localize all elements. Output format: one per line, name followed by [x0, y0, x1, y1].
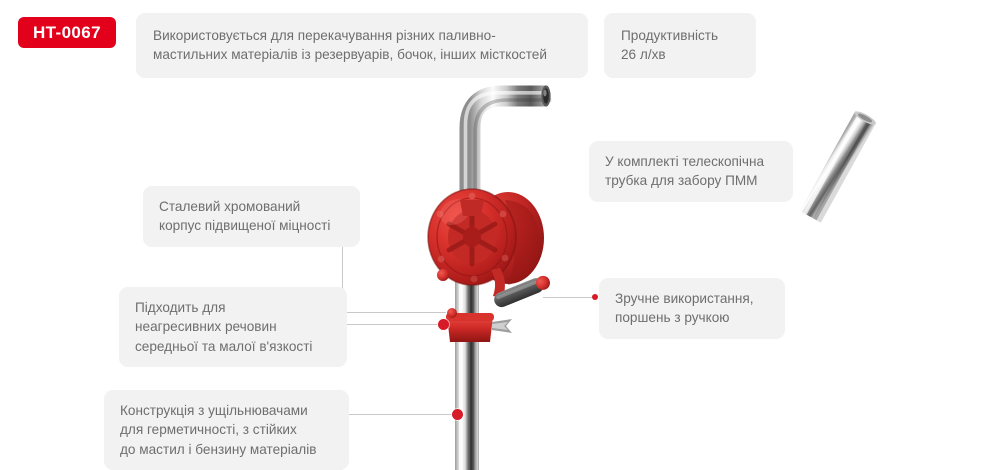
- callout-body: Сталевий хромований корпус підвищеної мі…: [143, 186, 360, 247]
- sku-badge: HT-0067: [18, 17, 116, 48]
- connector-seals-line: [345, 414, 458, 415]
- connector-body-vertical: [342, 239, 343, 313]
- connector-handle-line: [543, 297, 597, 298]
- connector-dot-seals-product: [452, 409, 463, 420]
- callout-viscosity: Підходить для неагресивних речовин серед…: [119, 287, 347, 367]
- connector-dot-viscosity-product: [438, 319, 449, 330]
- connector-body-horizontal: [342, 312, 446, 313]
- connector-dot-handle-callout: [592, 294, 598, 300]
- callout-handle: Зручне використання, поршень з ручкою: [599, 278, 785, 339]
- performance-box: Продуктивність 26 л/хв: [604, 13, 756, 78]
- product-description-box: Використовується для перекачування різни…: [136, 13, 588, 78]
- callout-seals: Конструкція з ущільнювачами для герметич…: [104, 390, 349, 470]
- callout-telescopic-tube: У комплекті телескопічна трубка для забо…: [589, 141, 793, 202]
- connector-viscosity-line: [343, 324, 443, 325]
